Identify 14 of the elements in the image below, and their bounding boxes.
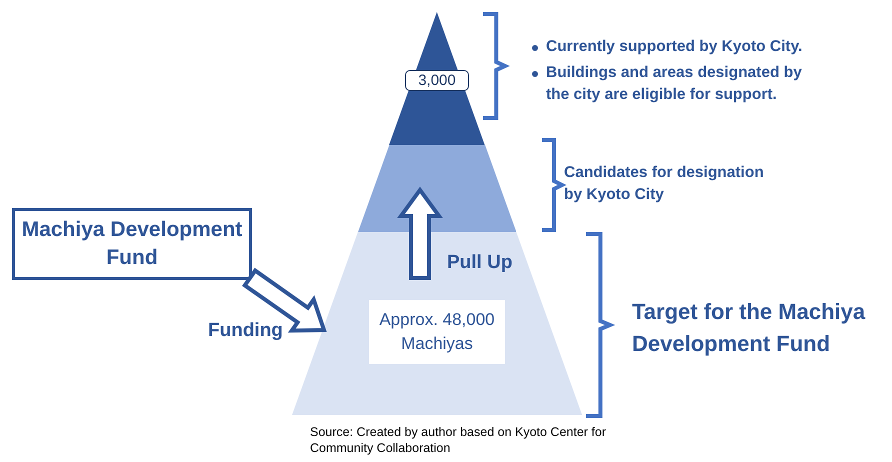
- block-arrow: [242, 268, 327, 333]
- fund-box: Machiya Development Fund: [12, 208, 252, 280]
- annotation-text: Target for the Machiya Development Fund: [632, 298, 866, 358]
- annotation-text: Candidates for designation by Kyoto City: [564, 163, 765, 206]
- count-label: 3,000: [404, 70, 469, 91]
- caption: Source: Created by author based on Kyoto Center for Community Collaboration: [310, 424, 608, 456]
- bullet-text: Buildings and areas designated by the city are eligible for support.: [546, 63, 803, 106]
- edge-label: Pull Up: [447, 252, 512, 274]
- tier-label: Approx. 48,000 Machiyas: [368, 300, 505, 364]
- block-arrow: [397, 186, 443, 280]
- edge-label: Funding: [208, 320, 283, 342]
- pyramid-top-tier: [389, 12, 485, 145]
- pyramid-base-tier: [292, 232, 582, 415]
- bullet-text: Currently supported by Kyoto City.: [546, 37, 804, 57]
